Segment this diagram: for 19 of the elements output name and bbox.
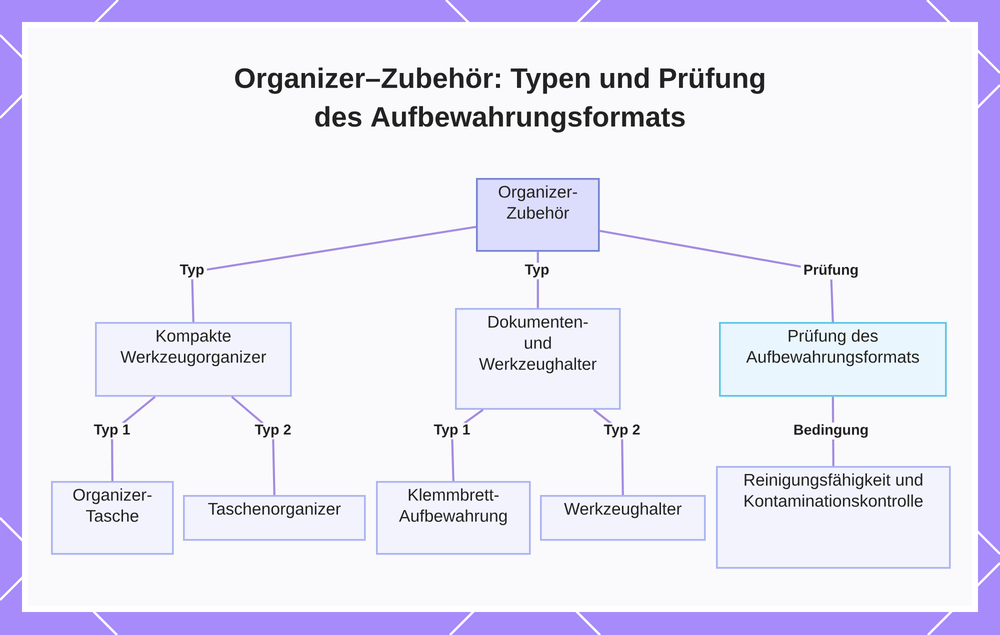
concept-box: Dokumenten- und Werkzeughalter — [455, 308, 621, 410]
edge-label: Typ 2 — [601, 422, 643, 440]
check-box: Prüfung des Aufbewahrungsformats — [719, 322, 947, 397]
edge-label: Typ 2 — [252, 422, 294, 440]
edge-label: Typ 1 — [91, 422, 133, 440]
concept-box: Klemmbrett-Aufbewahrung — [376, 481, 531, 555]
connector-line — [190, 226, 476, 322]
title: Organizer–Zubehör: Typen und Prüfung des Aufbewahrungsformats — [235, 68, 764, 132]
edge-label: Prüfung — [800, 262, 862, 280]
edge-label: Bedingung — [790, 422, 872, 440]
concept-box: Taschenorganizer — [183, 495, 366, 541]
edge-label: Typ — [177, 262, 207, 280]
edge-label: Typ 1 — [431, 422, 473, 440]
concept-box: Werkzeughalter — [540, 495, 706, 541]
concept-box: Organizer-Tasche — [51, 481, 174, 555]
edge-label: Typ — [522, 262, 552, 280]
root-box: Organizer-Zubehör — [476, 178, 600, 252]
concept-box: Kompakte Werkzeugorganizer — [95, 322, 292, 397]
concept-box: Reinigungsfähigkeit und Kontaminationskontrolle — [716, 466, 951, 569]
